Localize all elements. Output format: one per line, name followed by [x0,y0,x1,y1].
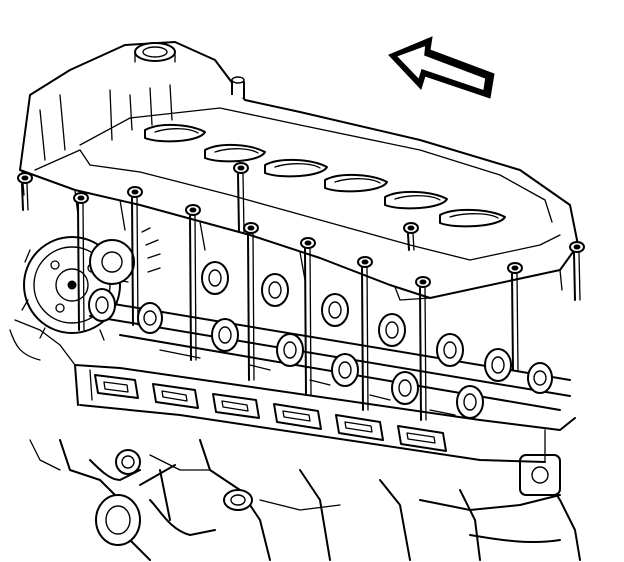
bolt-socket [420,280,426,284]
cover-bolts [18,163,584,420]
bolt-shaft-edge [137,198,138,325]
bolt-shaft-edge [425,288,426,420]
cover-bolt [234,163,248,232]
plug-well-3 [265,160,327,176]
cam-lobe-2 [138,303,162,333]
bolt-shaft-edge [195,216,196,360]
intake-port-4 [274,404,321,429]
cover-bolt [128,187,142,325]
intake-port-1 [95,375,138,398]
bolt-shaft [408,234,409,250]
cylinder-head-intake-side [75,365,575,462]
bolt-shaft-edge [517,274,518,370]
bolt-shaft [22,184,23,210]
bolt-shaft [248,234,249,380]
cam-lobe-7 [322,294,348,326]
cover-bolt [244,223,258,380]
camshafts [10,262,570,418]
cam-lobe-4 [212,319,238,351]
bolt-shaft [362,268,363,410]
bolt-shaft-edge [310,249,311,395]
intake-port-3 [213,394,259,418]
cam-lobe-12 [457,386,483,418]
direction-arrow [389,37,494,98]
bolt-socket [512,266,518,270]
bolt-shaft-edge [243,174,244,232]
bolt-shaft [574,253,575,300]
bolt-socket [305,241,311,245]
bolt-shaft [420,288,421,420]
cam-lobe-5 [262,274,288,306]
intake-port-5 [336,415,383,440]
plug-well-2 [205,145,265,161]
bolt-shaft [190,216,191,360]
bolt-socket [408,226,414,230]
bolt-shaft-edge [27,184,28,210]
intake-port-6 [398,426,446,451]
cover-bolt [18,173,32,210]
bolt-socket [132,190,138,194]
oil-fill-neck [135,43,175,62]
cam-lobe-1 [89,289,115,321]
cam-lobe-13 [485,349,511,381]
cover-bolt [301,238,315,395]
cam-lobe-11 [437,334,463,366]
bolt-shaft-edge [579,253,580,300]
bolt-shaft-edge [413,234,414,250]
cover-bolt [186,205,200,360]
bolt-shaft [238,174,239,232]
bolt-shaft [512,274,513,370]
cam-lobe-3 [202,262,228,294]
cam-lobe-9 [379,314,405,346]
bolt-shaft [78,204,79,330]
cam-lobe-14 [528,363,552,393]
plug-well-1 [145,125,205,141]
bolt-shaft-edge [367,268,368,410]
bolt-shaft [305,249,306,395]
bolt-socket [248,226,254,230]
cover-bolt [404,223,418,250]
plug-well-4 [325,175,387,191]
cover-bolt [358,257,372,410]
bolt-socket [78,196,84,200]
intake-port-2 [153,384,198,408]
cam-lobe-10 [392,372,418,404]
bolt-socket [190,208,196,212]
bolt-socket [22,176,28,180]
bolt-shaft-edge [83,204,84,330]
bolt-shaft [132,198,133,325]
cover-bolt [416,277,430,420]
cover-bolt [508,263,522,370]
plug-well-5 [385,192,447,208]
engine-block [30,440,580,560]
bolt-socket [362,260,368,264]
bolt-socket [574,245,580,249]
cover-bolt [570,242,584,300]
bolt-shaft-edge [253,234,254,380]
cam-lobe-8 [332,354,358,386]
cover-bolt [74,193,88,330]
cam-lobe-6 [277,334,303,366]
plug-well-6 [440,210,505,226]
bolt-socket [238,166,244,170]
